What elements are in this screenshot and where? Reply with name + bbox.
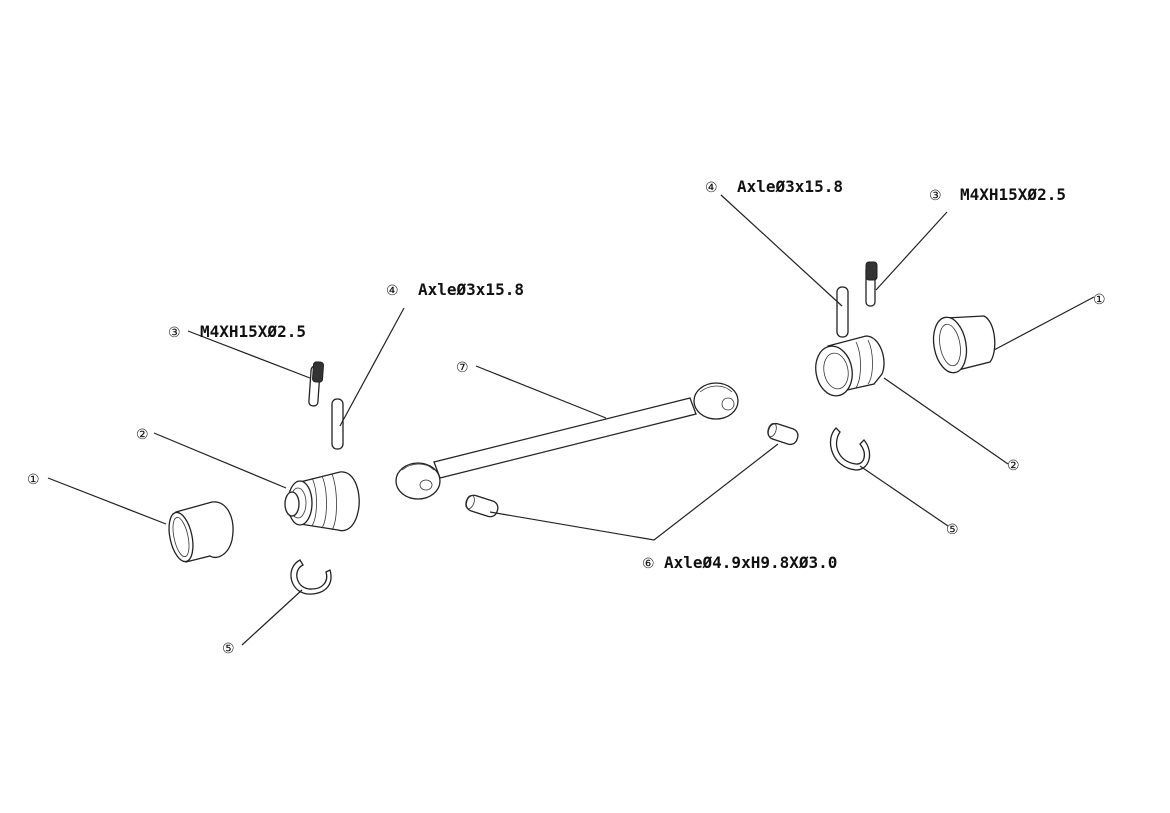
right-clip-callout: ⑤ [946,522,959,538]
cross-pin-lower [465,494,499,518]
right-pin-callout: ④ [705,180,718,196]
left-pin [331,398,344,450]
right-pin-spec: AxleØ3x15.8 [737,177,843,196]
right-drive-cup [815,335,885,397]
cross-pin-spec: AxleØ4.9xH9.8XØ3.0 [664,553,837,572]
right-screw-spec: M4XH15XØ2.5 [960,185,1066,204]
right-set-screw [865,261,878,307]
left-screw-spec: M4XH15XØ2.5 [200,322,306,341]
right-bearing-callout: ① [1093,292,1106,308]
left-screw-callout: ③ [168,325,181,341]
right-pin [836,286,849,338]
leader-lines [47,194,1095,646]
right-screw-callout: ③ [929,188,942,204]
left-bearing-ring [168,501,234,563]
left-clip-callout: ⑤ [222,641,235,657]
left-cup-callout: ② [136,427,149,443]
right-retaining-clip [829,427,871,471]
left-retaining-clip [290,559,332,595]
dogbone-callout: ⑦ [456,360,469,376]
cross-pin-upper [767,422,799,446]
left-pin-spec: AxleØ3x15.8 [418,280,524,299]
left-pin-callout: ④ [386,283,399,299]
left-set-screw [308,361,324,407]
cross-pin-callout: ⑥ [642,556,655,572]
right-cup-callout: ② [1007,458,1020,474]
right-bearing-ring [932,315,996,374]
left-bearing-callout: ① [27,472,40,488]
left-drive-cup [284,471,360,532]
dogbone-shaft [395,382,739,500]
